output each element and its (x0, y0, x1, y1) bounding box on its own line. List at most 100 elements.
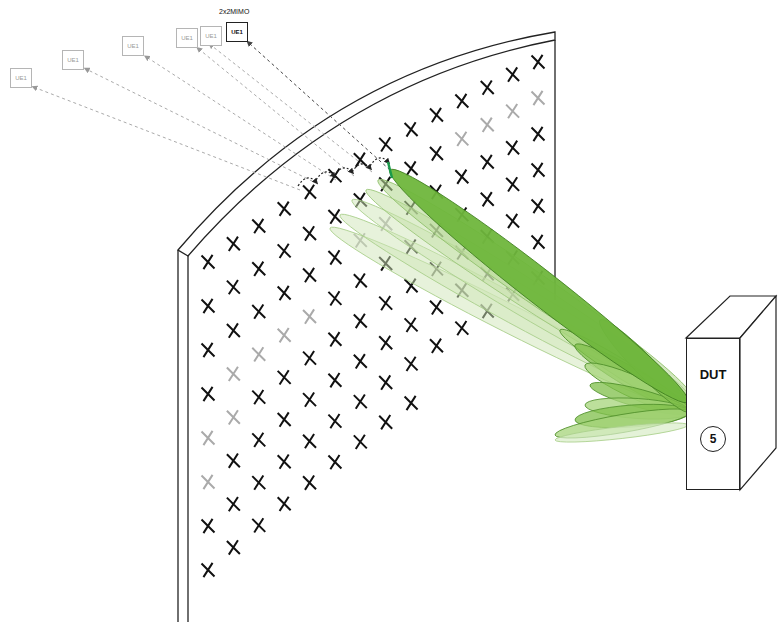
probe-x (278, 412, 291, 426)
ue-link (250, 44, 390, 170)
probe-x (481, 155, 494, 169)
probe-x (455, 170, 468, 184)
probe-x (202, 431, 215, 445)
probe-x (328, 414, 341, 428)
beam-lobe (554, 419, 688, 446)
beams (324, 157, 699, 446)
ue-link (212, 46, 372, 172)
probe-x (252, 475, 265, 489)
probe-x (328, 250, 341, 264)
ue-label: UE1 (181, 35, 193, 41)
probe-x (379, 336, 392, 350)
probe-x (405, 357, 418, 371)
probe-x (303, 392, 316, 406)
probe-x (328, 291, 341, 305)
probe-x (278, 497, 291, 511)
probe-x (278, 244, 291, 258)
ue-link (36, 88, 300, 190)
ue-link (88, 70, 318, 184)
probe-x (227, 410, 240, 424)
probe-x (202, 519, 215, 533)
probe-x (532, 127, 545, 141)
probe-x (354, 274, 367, 288)
probe-x (481, 118, 494, 132)
probe-x (405, 318, 418, 332)
probe-x (379, 137, 392, 151)
probe-x (354, 354, 367, 368)
probe-x (252, 347, 265, 361)
probe-x (252, 219, 265, 233)
ue-link (148, 58, 336, 180)
probe-x (506, 177, 519, 191)
beam-lobe (380, 157, 699, 416)
probe-x (278, 455, 291, 469)
probe-x (354, 394, 367, 408)
probe-x (303, 226, 316, 240)
probe-x (227, 454, 240, 468)
ue-links (36, 44, 390, 190)
probe-x (506, 104, 519, 118)
probe-x (455, 132, 468, 146)
ue-box: UE1 (200, 26, 222, 46)
probe-x (430, 146, 443, 160)
dut-housing (686, 296, 776, 490)
probe-x (303, 476, 316, 490)
ue-box: UE1 (176, 28, 198, 48)
probe-x (532, 199, 545, 213)
switch-arc (352, 164, 370, 172)
probe-x (202, 387, 215, 401)
probe-x (227, 540, 240, 554)
ue-box: UE1 (62, 50, 84, 70)
active-probe (388, 162, 392, 178)
dut-box: DUT 5 (686, 338, 740, 490)
probe-x (506, 67, 519, 81)
probe-x (227, 323, 240, 337)
switch-arc (298, 178, 316, 186)
probe-x (252, 390, 265, 404)
probe-x (227, 237, 240, 251)
probe-x (202, 343, 215, 357)
probe-x (506, 214, 519, 228)
probe-x (303, 309, 316, 323)
probe-x (430, 300, 443, 314)
probe-x (405, 161, 418, 175)
probe-x (455, 94, 468, 108)
probe-x (278, 202, 291, 216)
switch-arc (334, 168, 352, 176)
probe-x (532, 91, 545, 105)
probe-x (278, 286, 291, 300)
probe-x (405, 122, 418, 136)
ue-label: UE1 (205, 33, 217, 39)
callout-number: 5 (710, 432, 717, 446)
probe-x (303, 268, 316, 282)
probe-x (532, 163, 545, 177)
probe-x (202, 563, 215, 577)
probe-x (252, 433, 265, 447)
probe-x (328, 455, 341, 469)
probe-x (328, 332, 341, 346)
probe-x (405, 396, 418, 410)
ue-label: UE1 (67, 57, 79, 63)
probe-x (532, 235, 545, 249)
mimo-label: 2x2MIMO (219, 8, 249, 15)
probe-x (303, 185, 316, 199)
probe-x (252, 518, 265, 532)
probe-x (202, 475, 215, 489)
ue-box: UE1 (122, 36, 144, 56)
device-label: DUT (700, 367, 727, 382)
probe-x (227, 367, 240, 381)
probe-x (278, 370, 291, 384)
ue-label: UE1 (127, 43, 139, 49)
probe-x (227, 497, 240, 511)
ue-box: UE1 (10, 68, 32, 88)
probe-x (202, 255, 215, 269)
switch-arc (316, 172, 334, 180)
probe-x (354, 314, 367, 328)
probe-x (303, 351, 316, 365)
probe-x (227, 280, 240, 294)
probe-x (328, 373, 341, 387)
probe-x (481, 192, 494, 206)
